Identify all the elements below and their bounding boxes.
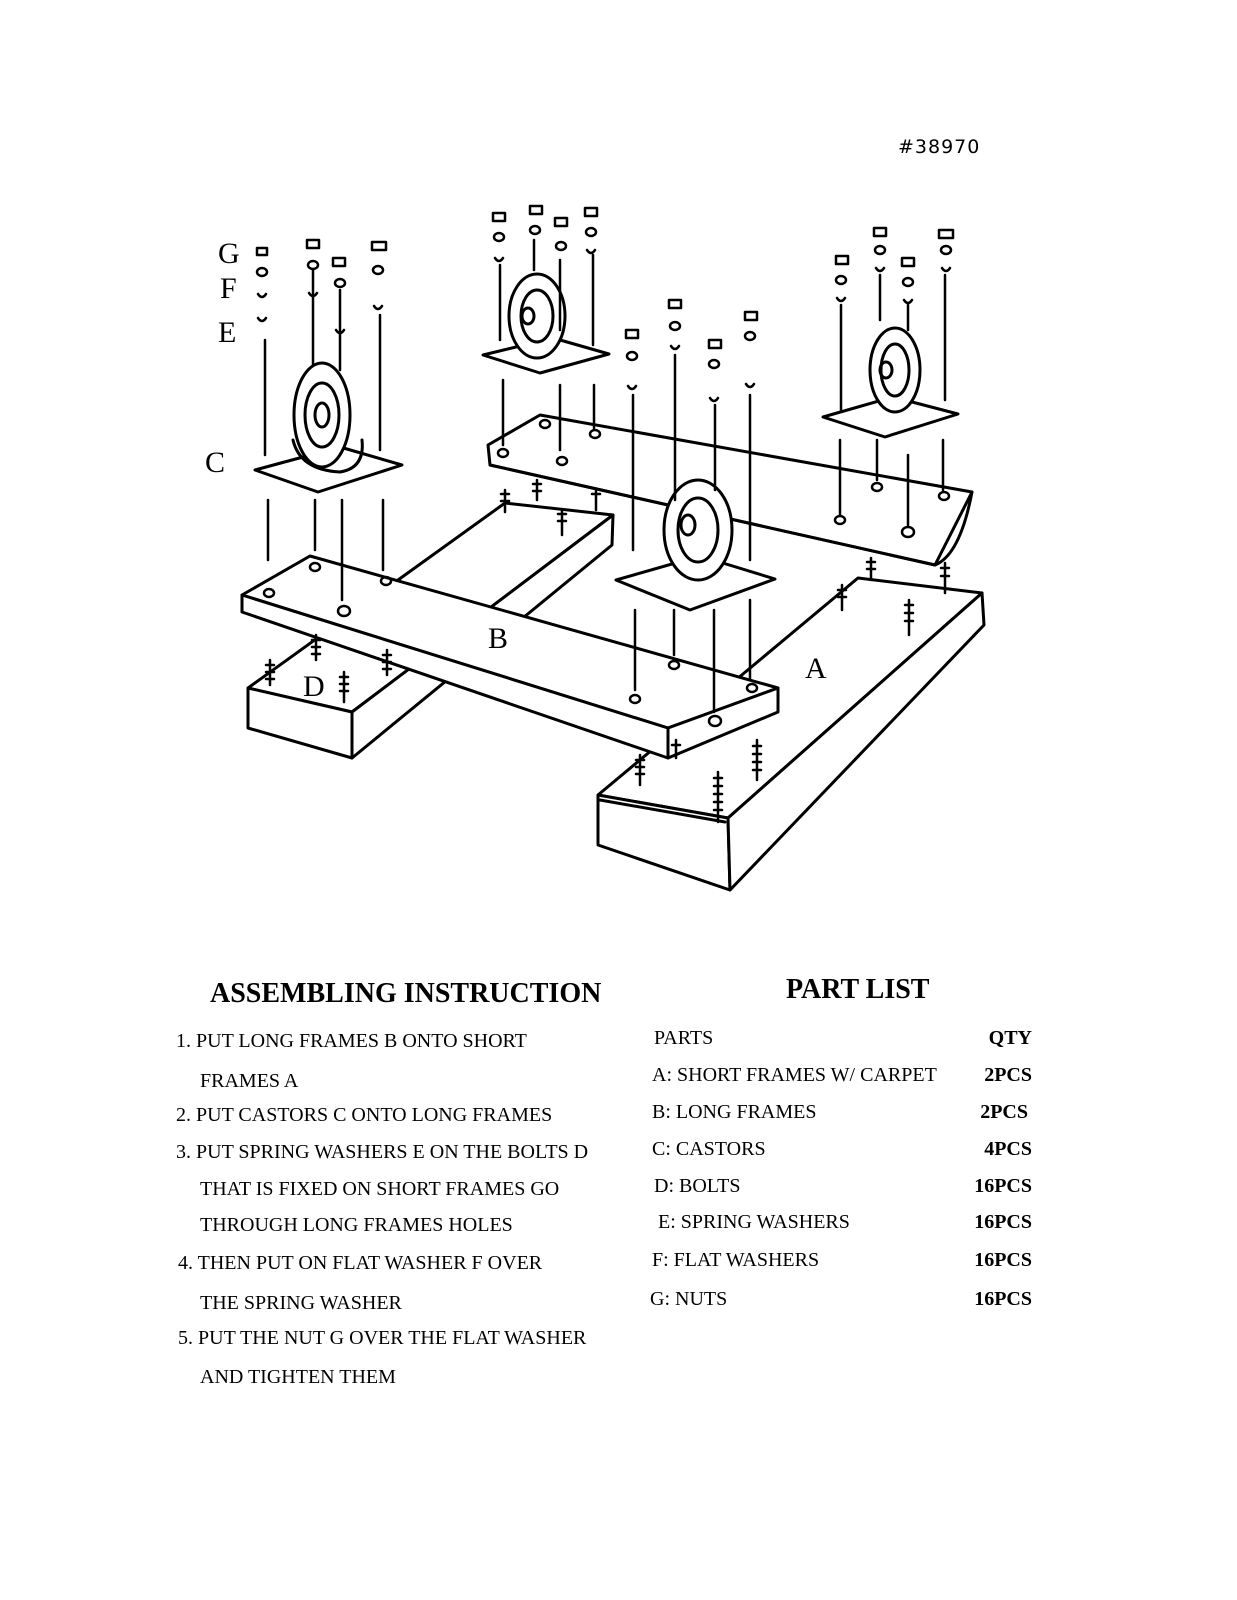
fastener-stacks (255, 204, 955, 403)
label-b: B (488, 622, 508, 655)
instruction-line: THAT IS FIXED ON SHORT FRAMES GO (200, 1178, 560, 1200)
part-row-name: C: CASTORS (652, 1138, 766, 1160)
part-list-heading: PART LIST (786, 974, 930, 1005)
label-g: G (218, 237, 240, 270)
part-row-name: G: NUTS (650, 1288, 728, 1310)
instruction-line: 2. PUT CASTORS C ONTO LONG FRAMES (176, 1104, 553, 1126)
part-row-name: B: LONG FRAMES (652, 1101, 817, 1123)
part-row-name: F: FLAT WASHERS (652, 1249, 820, 1271)
label-e: E (218, 316, 236, 349)
part-row-name: D: BOLTS (654, 1175, 741, 1197)
bolts-d (264, 478, 951, 824)
label-c: C (205, 446, 225, 479)
document-number: #38970 (898, 136, 981, 158)
part-row-qty: 16PCS (974, 1249, 1032, 1271)
castor-front-center (614, 478, 777, 612)
label-f: F (220, 272, 237, 305)
part-row-qty: 16PCS (974, 1288, 1032, 1310)
part-row-qty: 16PCS (974, 1211, 1032, 1233)
assembling-instruction-heading: ASSEMBLING INSTRUCTION (210, 978, 602, 1009)
exploded-assembly-diagram: G F E C B D A (205, 204, 986, 892)
part-row-name: A: SHORT FRAMES W/ CARPET (652, 1064, 937, 1086)
instruction-line: 3. PUT SPRING WASHERS E ON THE BOLTS D (176, 1141, 589, 1163)
part-row-name: E: SPRING WASHERS (658, 1211, 850, 1233)
instruction-line: AND TIGHTEN THEM (200, 1366, 396, 1388)
short-frame-a-front (596, 576, 986, 892)
instruction-line: 5. PUT THE NUT G OVER THE FLAT WASHER (178, 1327, 587, 1349)
instruction-line: FRAMES A (200, 1070, 299, 1092)
part-row-qty: 4PCS (984, 1138, 1032, 1160)
part-row-qty: 2PCS (984, 1064, 1032, 1086)
instruction-line: 4. THEN PUT ON FLAT WASHER F OVER (178, 1252, 543, 1274)
long-frame-front (240, 554, 780, 760)
castor-left (253, 361, 404, 494)
label-a: A (805, 652, 827, 685)
castor-back-center (481, 272, 611, 375)
assembly-guide-lines (263, 238, 947, 714)
instruction-line: THE SPRING WASHER (200, 1292, 402, 1314)
castor-back-right (821, 326, 960, 439)
part-row-qty: 16PCS (974, 1175, 1032, 1197)
parts-column-header: PARTS (654, 1027, 714, 1049)
instruction-line: 1. PUT LONG FRAMES B ONTO SHORT (176, 1030, 527, 1052)
qty-column-header: QTY (988, 1027, 1032, 1049)
part-row-qty: 2PCS (980, 1101, 1028, 1123)
frame-holes (262, 418, 951, 728)
label-d: D (303, 670, 325, 703)
instruction-line: THROUGH LONG FRAMES HOLES (200, 1214, 513, 1236)
